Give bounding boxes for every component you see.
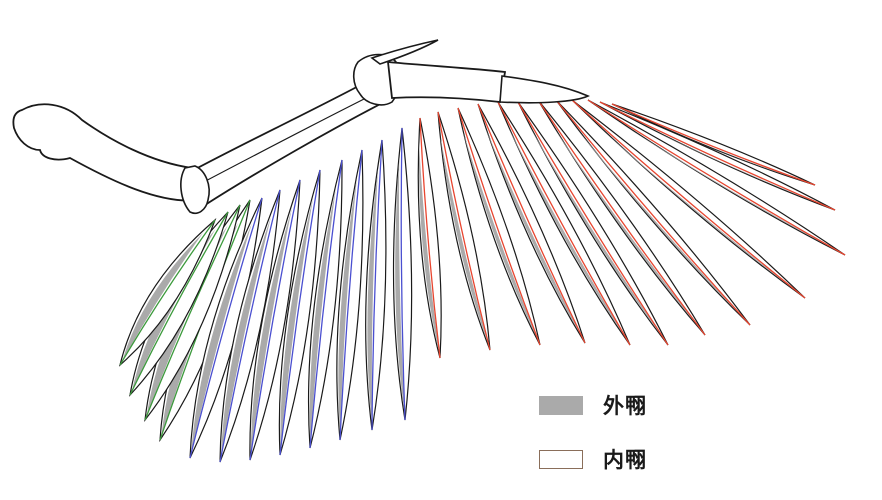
feather-outer-vane xyxy=(395,157,405,417)
feather-shaft xyxy=(517,101,669,346)
feather-shaft xyxy=(555,99,751,326)
legend-inner-vane: 内翈 xyxy=(539,444,647,474)
feather-22 xyxy=(587,99,846,256)
feather-11 xyxy=(365,139,387,431)
outer-vane-swatch xyxy=(539,395,583,415)
feather-13 xyxy=(417,117,442,359)
feather-shaft xyxy=(587,99,846,256)
outer-vane-label: 外翈 xyxy=(603,394,647,418)
feather-24 xyxy=(611,103,816,186)
feather-12 xyxy=(392,127,413,421)
feather-20 xyxy=(555,99,751,326)
feather-9 xyxy=(307,159,343,449)
feather-shaft xyxy=(419,117,441,359)
feather-shaft xyxy=(497,101,631,346)
feather-6 xyxy=(219,189,281,463)
alula-bone xyxy=(370,39,439,65)
elbow-joint xyxy=(180,165,210,215)
feather-17 xyxy=(497,101,631,346)
feather-7 xyxy=(249,179,301,461)
feathers-layer xyxy=(118,99,846,463)
feather-19 xyxy=(537,99,706,336)
feather-shaft xyxy=(457,107,541,346)
feather-shaft xyxy=(611,103,816,186)
inner-vane-label: 内翈 xyxy=(603,448,647,472)
feather-shaft xyxy=(219,189,281,463)
feather-10 xyxy=(336,149,364,441)
feather-8 xyxy=(278,169,321,456)
feather-shaft xyxy=(279,169,321,456)
inner-vane-swatch xyxy=(539,449,583,469)
feather-shaft xyxy=(400,127,406,421)
feather-15 xyxy=(457,107,541,346)
feather-shaft xyxy=(119,219,216,366)
wing-skeleton xyxy=(12,39,590,215)
feather-shaft xyxy=(571,99,806,299)
feather-shaft xyxy=(189,197,263,459)
feather-shaft xyxy=(144,204,241,421)
feather-18 xyxy=(517,101,669,346)
feather-shaft xyxy=(129,211,229,396)
feather-4 xyxy=(118,218,217,367)
feather-shaft xyxy=(309,159,343,449)
feather-21 xyxy=(571,99,806,299)
digit-bone xyxy=(499,75,590,104)
feather-outer-vane xyxy=(367,168,379,427)
feather-shaft xyxy=(599,101,836,211)
feather-shaft xyxy=(371,139,383,431)
legend-outer-vane: 外翈 xyxy=(539,390,647,420)
feather-shaft xyxy=(339,149,363,441)
feather-shaft xyxy=(437,111,491,351)
ulna-inner-line xyxy=(197,91,379,186)
feather-outer-vane xyxy=(418,142,440,355)
carpometacarpus-bone xyxy=(386,60,507,103)
feather-shaft xyxy=(477,103,586,344)
feather-outer-vane xyxy=(338,178,357,437)
feather-inner-vane xyxy=(437,111,491,351)
feather-14 xyxy=(437,111,491,351)
feather-16 xyxy=(477,103,586,344)
feather-shaft xyxy=(249,179,301,461)
humerus-bone xyxy=(12,103,202,202)
feather-shaft xyxy=(537,99,706,336)
